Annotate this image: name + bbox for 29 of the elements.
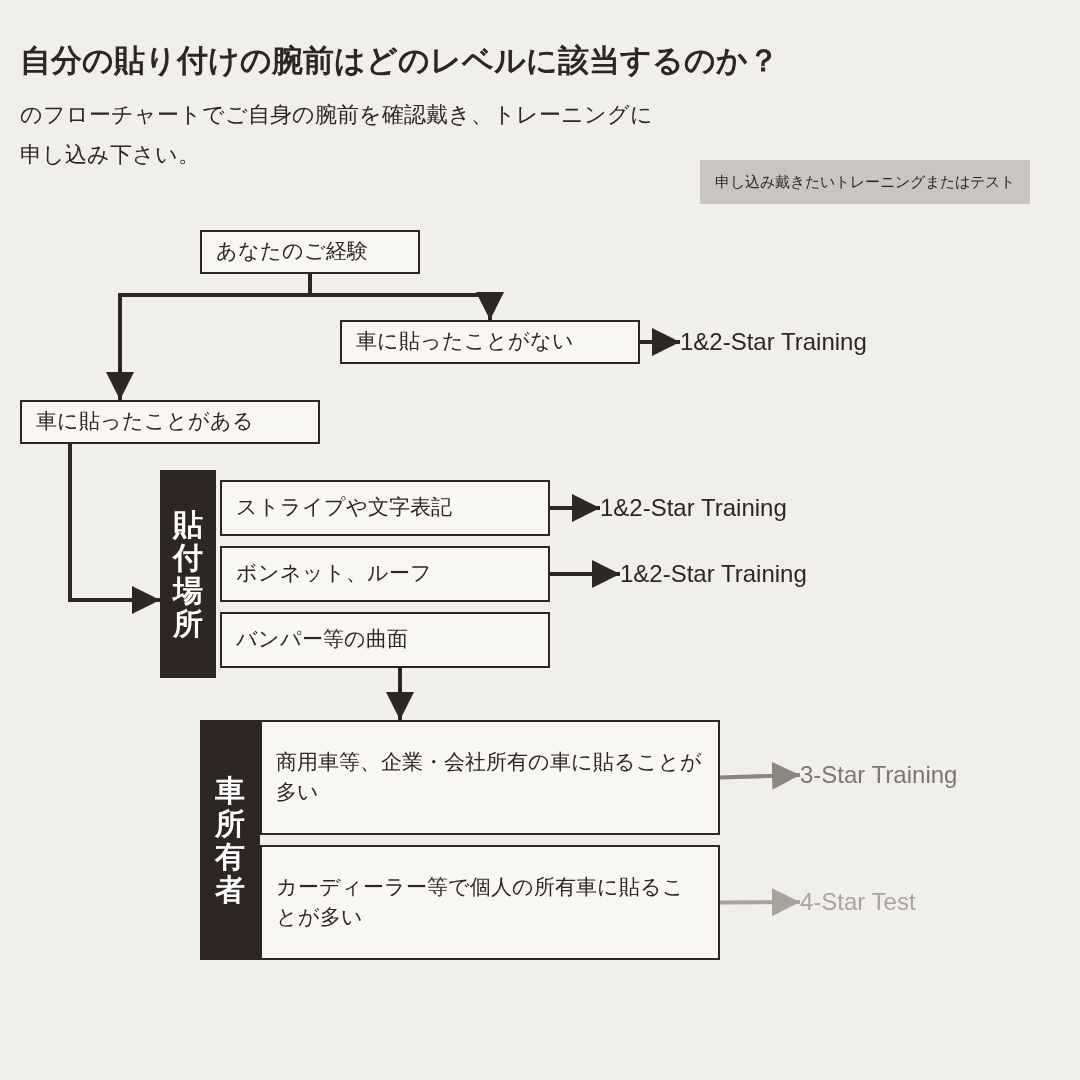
legend-box: 申し込み戴きたいトレーニングまたはテスト [700, 160, 1030, 204]
process-box: バンパー等の曲面 [220, 612, 550, 668]
category-heading: 貼付場所 [173, 508, 203, 640]
intro-text: 申し込み下さい。 [20, 141, 200, 169]
outcome-text: 1&2-Star Training [620, 554, 880, 594]
arrow [386, 668, 414, 720]
process-box: カーディーラー等で個人の所有車に貼ることが多い [260, 845, 720, 960]
process-box: 車に貼ったことがない [340, 320, 640, 364]
arrow [550, 560, 620, 588]
outcome-text: 1&2-Star Training [600, 488, 860, 528]
process-box: ボンネット、ルーフ [220, 546, 550, 602]
intro-text: のフローチャートでご自身の腕前を確認戴き、トレーニングに [20, 101, 653, 129]
arrow [106, 274, 312, 400]
heading: 自分の貼り付けの腕前はどのレベルに該当するのか？ [20, 41, 779, 80]
arrow [550, 494, 600, 522]
outcome-text: 1&2-Star Training [680, 322, 940, 362]
arrow [720, 888, 800, 917]
process-box: あなたのご経験 [200, 230, 420, 274]
category-band [160, 470, 216, 678]
arrow [68, 444, 160, 614]
category-band [200, 720, 260, 960]
arrow [640, 328, 680, 356]
process-box: 商用車等、企業・会社所有の車に貼ることが多い [260, 720, 720, 835]
process-box: ストライプや文字表記 [220, 480, 550, 536]
process-box: 車に貼ったことがある [20, 400, 320, 444]
category-heading: 車所有者 [215, 774, 245, 906]
outcome-text: 3-Star Training [800, 755, 1060, 795]
outcome-text: 4-Star Test [800, 882, 1060, 922]
arrow [719, 761, 801, 790]
